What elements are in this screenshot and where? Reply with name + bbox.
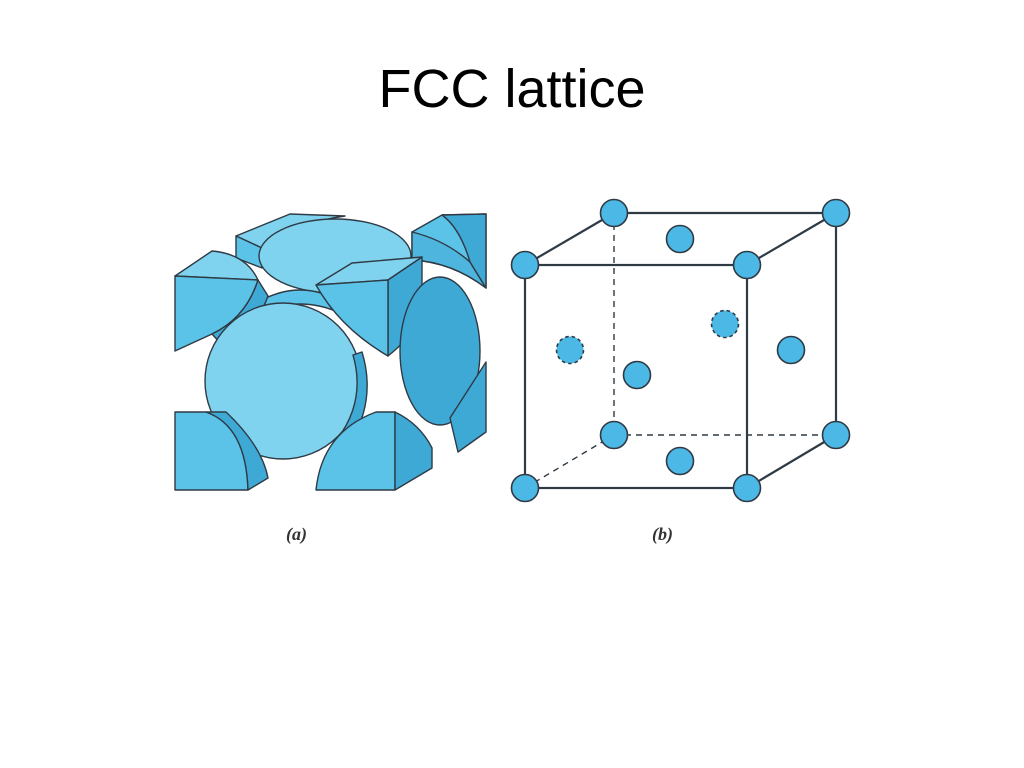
atom-corner [510,473,540,503]
edge-top-left [524,212,615,266]
face-atom-right [399,276,481,426]
edge-top-right [746,212,837,266]
slide-title: FCC lattice [378,59,646,119]
hard-sphere-model [174,213,487,491]
caption-a: (a) [286,524,307,544]
atom-corner [599,198,629,228]
corner-octant-front-bottom-right [315,411,433,491]
edge-bottom-right [746,434,837,489]
atom-corner [732,250,762,280]
atom-corner [510,250,540,280]
atom-corner [821,198,851,228]
corner-octant-back-top-right [411,213,487,289]
atom-face-top [665,224,695,254]
corner-octant-front-bottom-left [174,411,269,491]
atom-corner [599,420,629,450]
unit-cell-model [510,198,851,503]
atom-face-left-hidden [555,335,585,365]
caption-b: (b) [652,524,673,544]
corner-octant-back-bottom-right [449,361,487,453]
atom-face-back-hidden [710,309,740,339]
atom-corner [732,473,762,503]
atom-face-right [776,335,806,365]
atom-face-front [622,360,652,390]
atom-corner [821,420,851,450]
hidden-edge-bottom-left [524,434,615,489]
atom-face-bottom [665,446,695,476]
front-face [523,263,749,490]
